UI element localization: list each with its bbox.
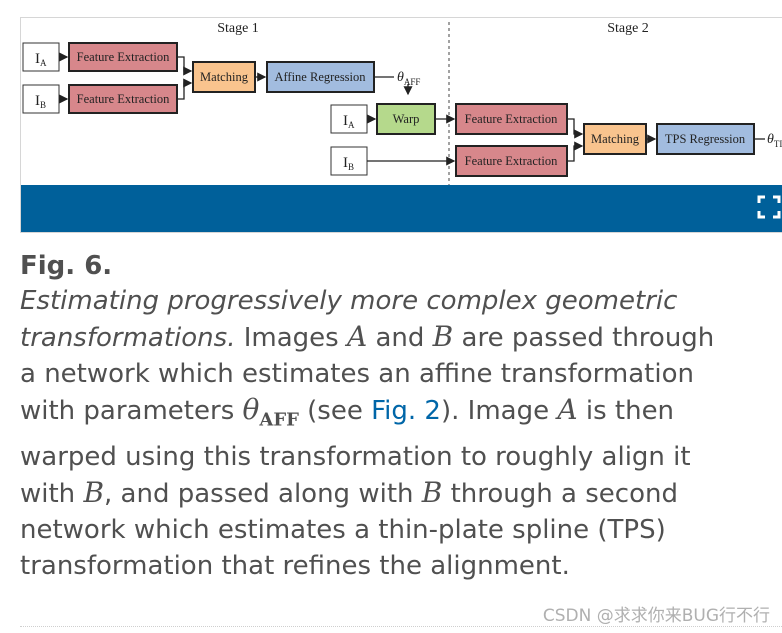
theta-tps-output: θTI — [767, 132, 782, 149]
matching-box-2: Matching — [583, 123, 647, 155]
theta-aff-output: θAFF — [397, 70, 420, 87]
svg-text:Affine Regression: Affine Regression — [274, 70, 366, 84]
svg-text:IA: IA — [343, 113, 355, 130]
affine-regression-box: Affine Regression — [266, 61, 375, 93]
svg-text:Warp: Warp — [393, 112, 420, 126]
svg-text:Feature Extraction: Feature Extraction — [465, 112, 558, 126]
svg-text:IB: IB — [343, 155, 354, 172]
matching-box-1: Matching — [192, 61, 256, 93]
svg-text:Matching: Matching — [591, 132, 640, 146]
divider — [20, 626, 782, 627]
input-ia-stage2: IA — [330, 104, 368, 134]
warp-box: Warp — [376, 103, 436, 135]
caption-body: Estimating progressively more complex ge… — [20, 286, 715, 581]
input-ib-stage2: IB — [330, 146, 368, 176]
svg-text:Feature Extraction: Feature Extraction — [77, 92, 170, 106]
feature-extraction-box-4: Feature Extraction — [455, 145, 568, 177]
feature-extraction-box-3: Feature Extraction — [455, 103, 568, 135]
svg-text:Matching: Matching — [200, 70, 249, 84]
expand-icon[interactable] — [756, 194, 782, 220]
input-ib-stage1: IB — [22, 84, 60, 114]
tps-regression-box: TPS Regression — [656, 123, 755, 155]
stage-1-label: Stage 1 — [217, 21, 259, 36]
stage-2-label: Stage 2 — [607, 21, 649, 36]
figure-caption: Fig. 6. Estimating progressively more co… — [20, 249, 782, 584]
feature-extraction-box-1: Feature Extraction — [68, 42, 178, 72]
watermark: CSDN @求求你来BUG行不行 — [542, 606, 770, 626]
svg-text:Feature Extraction: Feature Extraction — [465, 154, 558, 168]
fig-2-link[interactable]: Fig. 2 — [371, 396, 441, 426]
figure-toolbar — [21, 185, 782, 232]
svg-text:Feature Extraction: Feature Extraction — [77, 50, 170, 64]
svg-text:IA: IA — [35, 51, 47, 68]
svg-text:TPS Regression: TPS Regression — [665, 132, 746, 146]
figure-panel: Stage 1 Stage 2 IA IB Feature Extraction… — [20, 17, 782, 233]
pipeline-diagram: Stage 1 Stage 2 IA IB Feature Extraction… — [22, 21, 782, 185]
figure-label: Fig. 6. — [20, 251, 113, 281]
input-ia-stage1: IA — [22, 42, 60, 72]
feature-extraction-box-2: Feature Extraction — [68, 84, 178, 114]
svg-text:IB: IB — [35, 93, 46, 110]
